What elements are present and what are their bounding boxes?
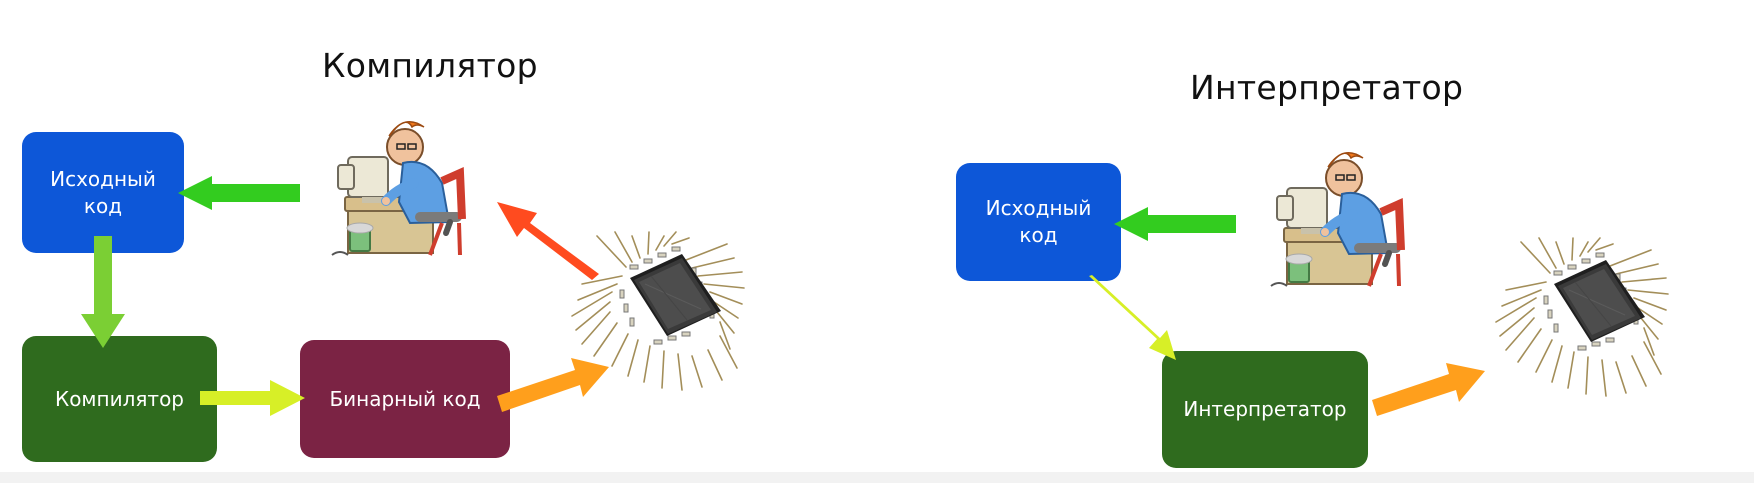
interpreter-to-chip-arrow [1372, 363, 1485, 416]
interpreter-source-to-interpreter-arrow [1089, 275, 1176, 360]
compiler-source-code-box: Исходный код [22, 132, 184, 253]
interpreter-programmer-to-source-arrow [1114, 207, 1236, 241]
interpreter-panel: Интерпретатор Исходный код Интерпретатор [884, 0, 1754, 483]
compiler-title: Компилятор [322, 46, 538, 85]
bottom-strip [0, 472, 1754, 483]
compiler-to-binary-arrow [200, 380, 305, 416]
compiler-programmer-to-source-arrow [178, 176, 300, 210]
panel-gap [836, 0, 884, 483]
compiler-programmer-icon [331, 120, 466, 256]
interpreter-chip-icon [1495, 237, 1669, 397]
interpreter-programmer-icon [1270, 151, 1405, 287]
chip-to-programmer-arrow [497, 202, 599, 280]
compiler-diagram-graphics [81, 120, 745, 416]
binary-to-chip-arrow [497, 358, 609, 412]
interpreter-source-code-box: Исходный код [956, 163, 1121, 281]
compiler-panel: Компилятор Исходный код Компилятор Бинар… [0, 0, 836, 483]
binary-code-box: Бинарный код [300, 340, 510, 458]
compiler-box: Компилятор [22, 336, 217, 462]
compiler-source-to-compiler-arrow [81, 236, 125, 348]
compiler-chip-icon [571, 231, 745, 391]
interpreter-diagram-graphics [1089, 151, 1669, 416]
interpreter-title: Интерпретатор [1190, 68, 1464, 107]
interpreter-box: Интерпретатор [1162, 351, 1368, 468]
